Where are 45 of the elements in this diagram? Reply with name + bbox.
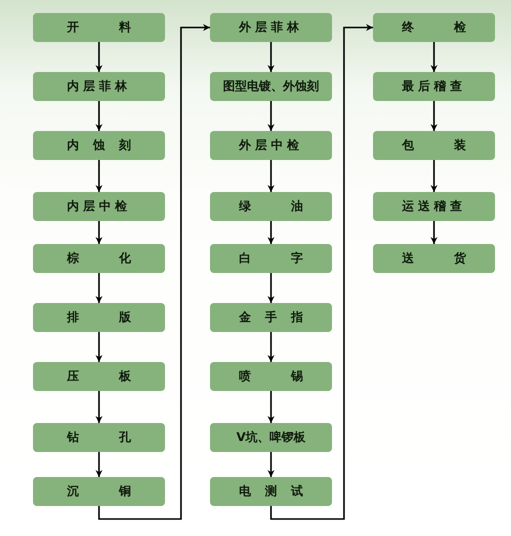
process-box: 电测试 [210,477,332,506]
process-box: 内层菲林 [33,72,165,101]
arrow [96,332,102,362]
arrow [268,160,274,192]
process-box: 内层中检 [33,192,165,221]
process-box: 外层中检 [210,131,332,160]
arrow [268,332,274,362]
arrow [96,452,102,477]
process-box: 终检 [373,13,495,42]
arrow [96,101,102,131]
arrow [96,221,102,244]
process-box: 开料 [33,13,165,42]
process-box: 钻孔 [33,423,165,452]
arrow [430,160,438,192]
arrow [268,42,274,72]
process-box: 送货 [373,244,495,273]
arrow [268,101,274,131]
arrow [96,273,102,303]
arrow [96,42,102,72]
arrow [268,452,274,477]
arrow [430,42,438,72]
process-box: V坑、啤锣板 [210,423,332,452]
process-box: 沉铜 [33,477,165,506]
arrow [98,24,210,520]
arrow [96,391,102,423]
process-box: 喷锡 [210,362,332,391]
arrow [268,391,274,423]
process-box: 棕化 [33,244,165,273]
arrow [430,101,438,131]
process-box: 包装 [373,131,495,160]
process-box: 外层菲林 [210,13,332,42]
arrow [268,221,274,244]
process-box: 白字 [210,244,332,273]
process-box: 绿油 [210,192,332,221]
process-box: 金手指 [210,303,332,332]
arrow [270,24,373,520]
process-box: 图型电镀、外蚀刻 [210,72,332,101]
process-box: 内蚀刻 [33,131,165,160]
process-box: 运送稽查 [373,192,495,221]
arrow [268,273,274,303]
process-box: 排版 [33,303,165,332]
arrow [430,221,438,244]
process-box: 最后稽查 [373,72,495,101]
arrow [96,160,102,192]
process-box: 压板 [33,362,165,391]
